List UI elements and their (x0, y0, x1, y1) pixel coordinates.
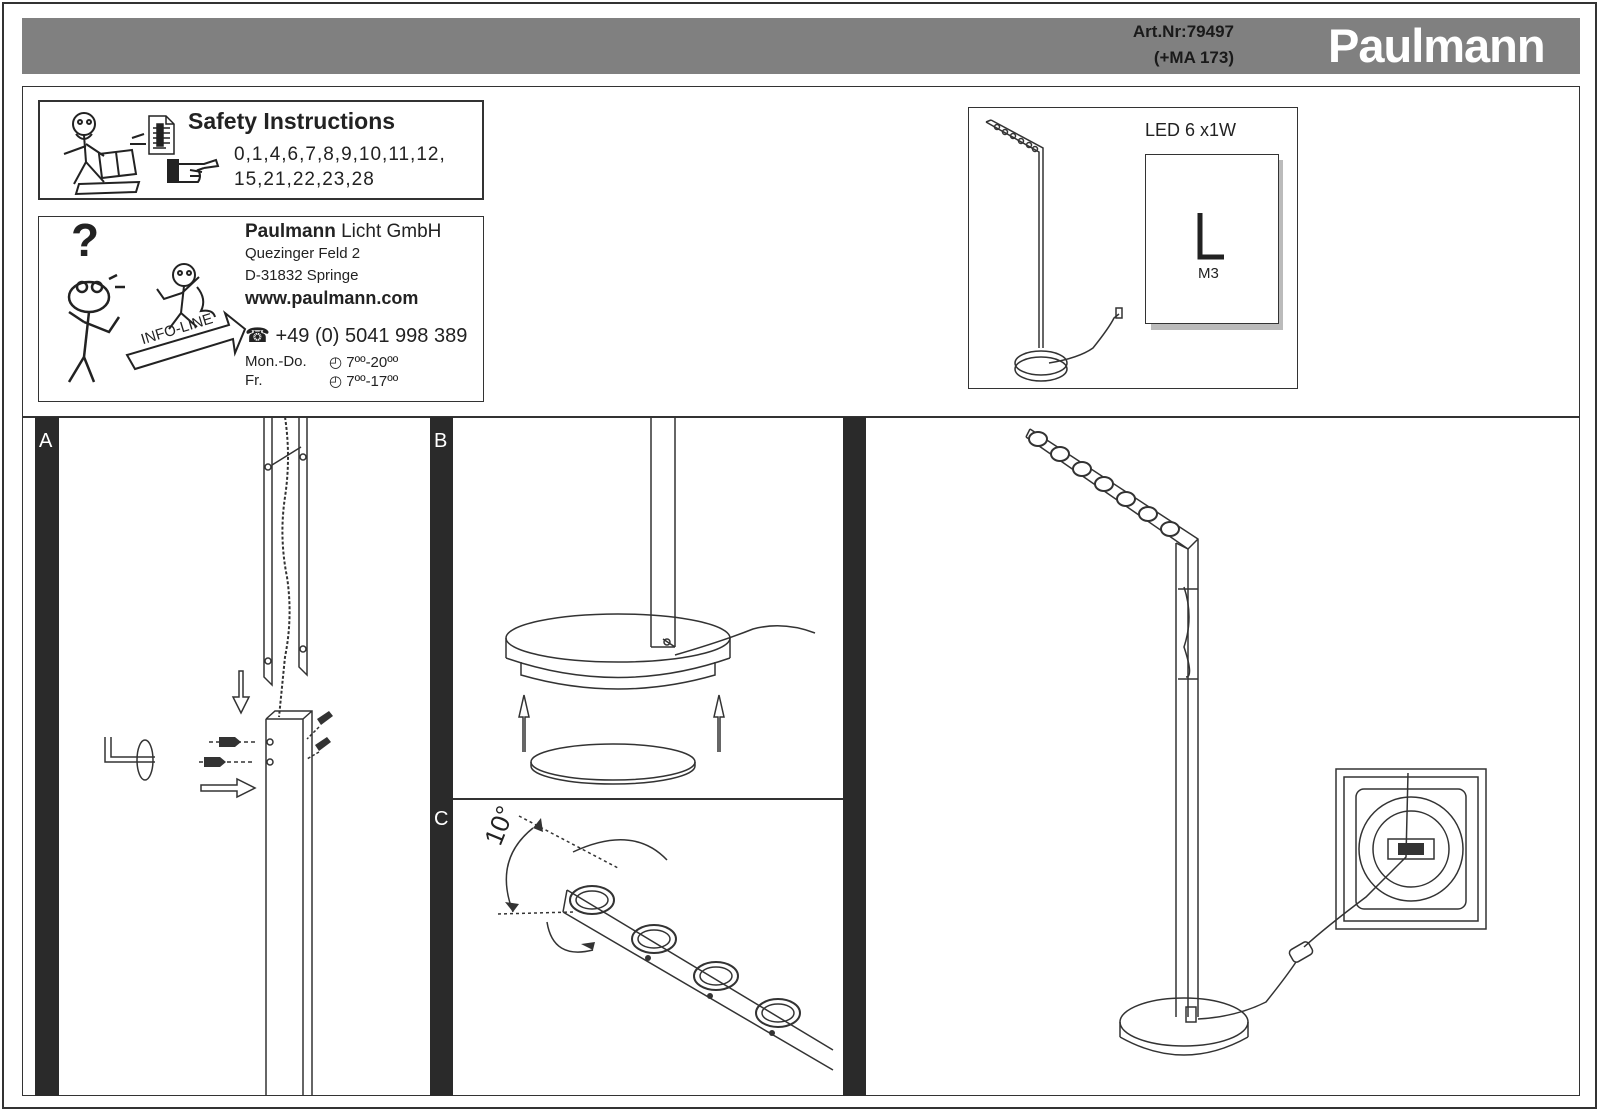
safety-title: Safety Instructions (188, 108, 396, 134)
section-divider (22, 416, 1580, 418)
clock-icon: ◴ (329, 354, 347, 371)
panel-c-drawing (497, 815, 834, 1071)
contact-box: ? INFO-LINE Paulmann Licht GmbH Quezinge… (38, 214, 484, 402)
street-address: Quezinger Feld 2 (245, 245, 361, 262)
hours-value-fr: ◴ 7ºº-17ºº (329, 373, 399, 390)
pointing-hand-icon (167, 158, 220, 183)
hours-label-mon-do: Mon.-Do. (245, 353, 307, 370)
document-icon (148, 115, 175, 155)
panel-b-label: B (434, 430, 448, 452)
panel-a-bar: A (35, 417, 59, 1096)
ma-number: (+MA 173) (1153, 48, 1234, 67)
reading-frog-icon (63, 112, 146, 196)
floor-lamp-thumbnail (985, 119, 1123, 382)
safety-numbers-line1: 0,1,4,6,7,8,9,10,11,12, (234, 144, 446, 165)
panel-a-drawing (104, 416, 333, 1096)
panel-b-drawing (505, 417, 816, 785)
company-name: Paulmann Licht GmbH (245, 221, 442, 242)
panel-c-label: C (434, 808, 449, 830)
header-bar (22, 18, 1580, 74)
panel-b-bar: B C (430, 417, 453, 1096)
article-number: Art.Nr:79497 (1132, 22, 1234, 41)
safety-instructions-box: Safety Instructions 0,1,4,6,7,8,9,10,11,… (38, 100, 484, 200)
phone-icon: ☎ (245, 325, 270, 347)
phone-number: ☎ +49 (0) 5041 998 389 (245, 325, 468, 347)
product-overview-box: LED 6 x1W M3 (968, 107, 1298, 389)
website-link[interactable]: www.paulmann.com (245, 288, 419, 308)
led-label: LED 6 x1W (1145, 120, 1237, 140)
panel-a-label: A (39, 430, 53, 452)
safety-numbers-line2: 15,21,22,23,28 (234, 169, 375, 190)
panel-b-c-divider (453, 798, 843, 800)
confused-frog-icon (67, 263, 247, 383)
panel-divider-bar (843, 417, 866, 1096)
allen-key-icon (1197, 213, 1224, 260)
hours-label-fr: Fr. (245, 372, 263, 389)
city-address: D-31832 Springe (245, 267, 359, 284)
main-lamp-drawing (1025, 428, 1487, 1056)
brand-logo: Paulmann (1328, 19, 1546, 72)
tool-label: M3 (1198, 265, 1219, 282)
content-frame (22, 86, 1580, 1096)
hours-value-mon-do: ◴ 7ºº-20ºº (329, 354, 399, 371)
clock-icon: ◴ (329, 373, 347, 390)
question-mark: ? (71, 214, 100, 266)
tool-card: M3 (1145, 154, 1279, 324)
